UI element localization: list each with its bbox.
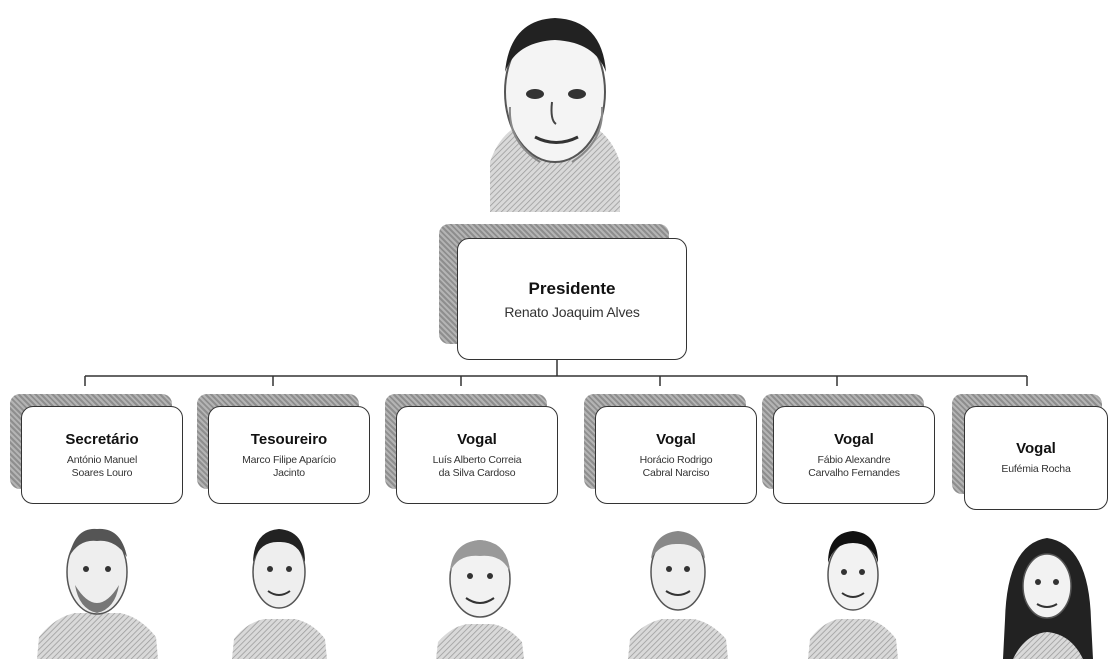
member-role: Secretário	[65, 430, 139, 448]
president-role: Presidente	[528, 279, 616, 298]
member-photo-secretario	[35, 517, 160, 659]
member-node-vogal-1: Vogal Luís Alberto Correia da Silva Card…	[385, 394, 560, 509]
member-photo-vogal-1	[430, 524, 530, 659]
member-name-line: da Silva Cardoso	[438, 466, 516, 479]
member-photo-vogal-3	[808, 517, 898, 659]
member-name-line: Marco Filipe Aparício	[242, 453, 336, 466]
member-photo-vogal-4	[995, 524, 1100, 659]
member-node-vogal-4: Vogal Eufémia Rocha	[952, 394, 1110, 514]
president-node: Presidente Renato Joaquim Alves	[439, 224, 689, 364]
member-name-line: Horácio Rodrigo	[639, 453, 713, 466]
president-photo	[480, 12, 630, 212]
member-photo-vogal-2	[628, 517, 728, 659]
member-name-line: Carvalho Fernandes	[808, 466, 900, 479]
member-name-line: Jacinto	[273, 466, 305, 479]
member-photo-tesoureiro	[232, 517, 327, 659]
member-role: Vogal	[656, 430, 696, 448]
member-role: Tesoureiro	[250, 430, 328, 448]
member-node-secretario: Secretário António Manuel Soares Louro	[10, 394, 185, 509]
member-role: Vogal	[1016, 440, 1056, 457]
member-node-tesoureiro: Tesoureiro Marco Filipe Aparício Jacinto	[197, 394, 372, 509]
member-name-line: Fábio Alexandre	[817, 453, 891, 466]
member-name-line: Eufémia Rocha	[1001, 463, 1071, 475]
member-name-line: Luís Alberto Correia	[432, 453, 522, 466]
member-role: Vogal	[834, 430, 874, 448]
member-node-vogal-2: Vogal Horácio Rodrigo Cabral Narciso	[584, 394, 759, 509]
member-name-line: António Manuel	[66, 453, 138, 466]
member-name-line: Soares Louro	[71, 466, 133, 479]
member-name-line: Cabral Narciso	[642, 466, 710, 479]
member-role: Vogal	[457, 430, 497, 448]
member-node-vogal-3: Vogal Fábio Alexandre Carvalho Fernandes	[762, 394, 937, 509]
president-name: Renato Joaquim Alves	[504, 304, 640, 320]
